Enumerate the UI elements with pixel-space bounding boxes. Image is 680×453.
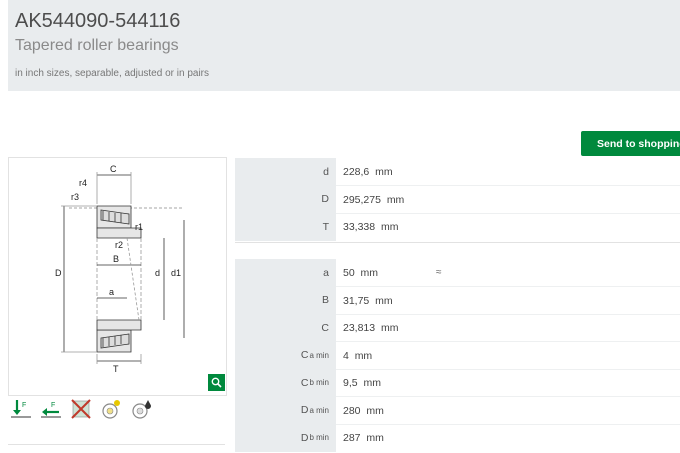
row-value: 31,75 mm: [336, 286, 680, 315]
label-d1: d1: [171, 268, 181, 278]
bearing-section-drawing: C r4 r3 r1 r2 B D d d1 a T: [55, 164, 185, 374]
label-B: B: [113, 254, 119, 264]
label-r3: r3: [71, 192, 79, 202]
label-r4: r4: [79, 178, 87, 188]
row-label: T: [235, 213, 336, 241]
approx-symbol: ≈: [436, 267, 442, 279]
row-value: 287 mm: [336, 423, 680, 453]
page-description: in inch sizes, separable, adjusted or in…: [15, 68, 209, 79]
grease-icon: [98, 397, 124, 421]
dimensions-table-main: d 228,6 mm D 295,275 mm T 33,338 mm: [235, 158, 680, 241]
row-value: 280 mm: [336, 396, 680, 425]
svg-text:F: F: [22, 402, 26, 409]
row-value: 9,5 mm: [336, 368, 680, 398]
row-label: d: [235, 158, 336, 186]
row-value: 50 mm≈: [343, 266, 442, 279]
send-to-shopping-cart-button[interactable]: Send to shopping cart: [581, 131, 680, 156]
row-label: C: [235, 314, 336, 342]
zoom-icon: [211, 377, 222, 388]
product-header: AK544090-544116 Tapered roller bearings …: [8, 0, 680, 91]
label-T: T: [113, 364, 119, 374]
label-C: C: [110, 164, 117, 174]
row-value: 228,6 mm: [343, 165, 393, 178]
row-label: D: [235, 185, 336, 213]
table-row: T 33,338 mm: [235, 212, 680, 242]
not-suitable-icon: [68, 397, 94, 421]
page-subtitle: Tapered roller bearings: [15, 37, 179, 54]
label-r2: r2: [115, 240, 123, 250]
label-d: d: [155, 268, 160, 278]
row-value: 33,338 mm: [336, 212, 680, 242]
row-value: 4 mm: [336, 341, 680, 370]
page-title: AK544090-544116: [15, 10, 181, 32]
divider: [8, 444, 225, 445]
label-r1: r1: [135, 222, 143, 232]
svg-text:F: F: [51, 402, 55, 409]
table-row: a 50 mm≈: [235, 259, 680, 287]
technical-drawing: C r4 r3 r1 r2 B D d d1 a T: [8, 157, 227, 396]
send-to-shopping-cart-label: Send to shopping cart: [597, 137, 680, 150]
table-row: B 31,75 mm: [235, 286, 680, 315]
oil-icon: [128, 397, 154, 421]
radial-load-icon: F: [8, 397, 34, 421]
row-label: a: [235, 259, 336, 287]
table-row: C 23,813 mm: [235, 313, 680, 343]
row-value: 23,813 mm: [336, 313, 680, 343]
label-a: a: [109, 287, 114, 297]
row-value: 295,275 mm: [336, 185, 680, 214]
row-label: B: [235, 286, 336, 314]
table-row: d 228,6 mm: [235, 158, 680, 186]
feature-icons: F F: [8, 397, 154, 421]
divider: [235, 242, 680, 243]
table-row: D 295,275 mm: [235, 185, 680, 214]
zoom-button[interactable]: [208, 374, 225, 391]
label-D: D: [55, 268, 62, 278]
axial-load-icon: F: [38, 397, 64, 421]
